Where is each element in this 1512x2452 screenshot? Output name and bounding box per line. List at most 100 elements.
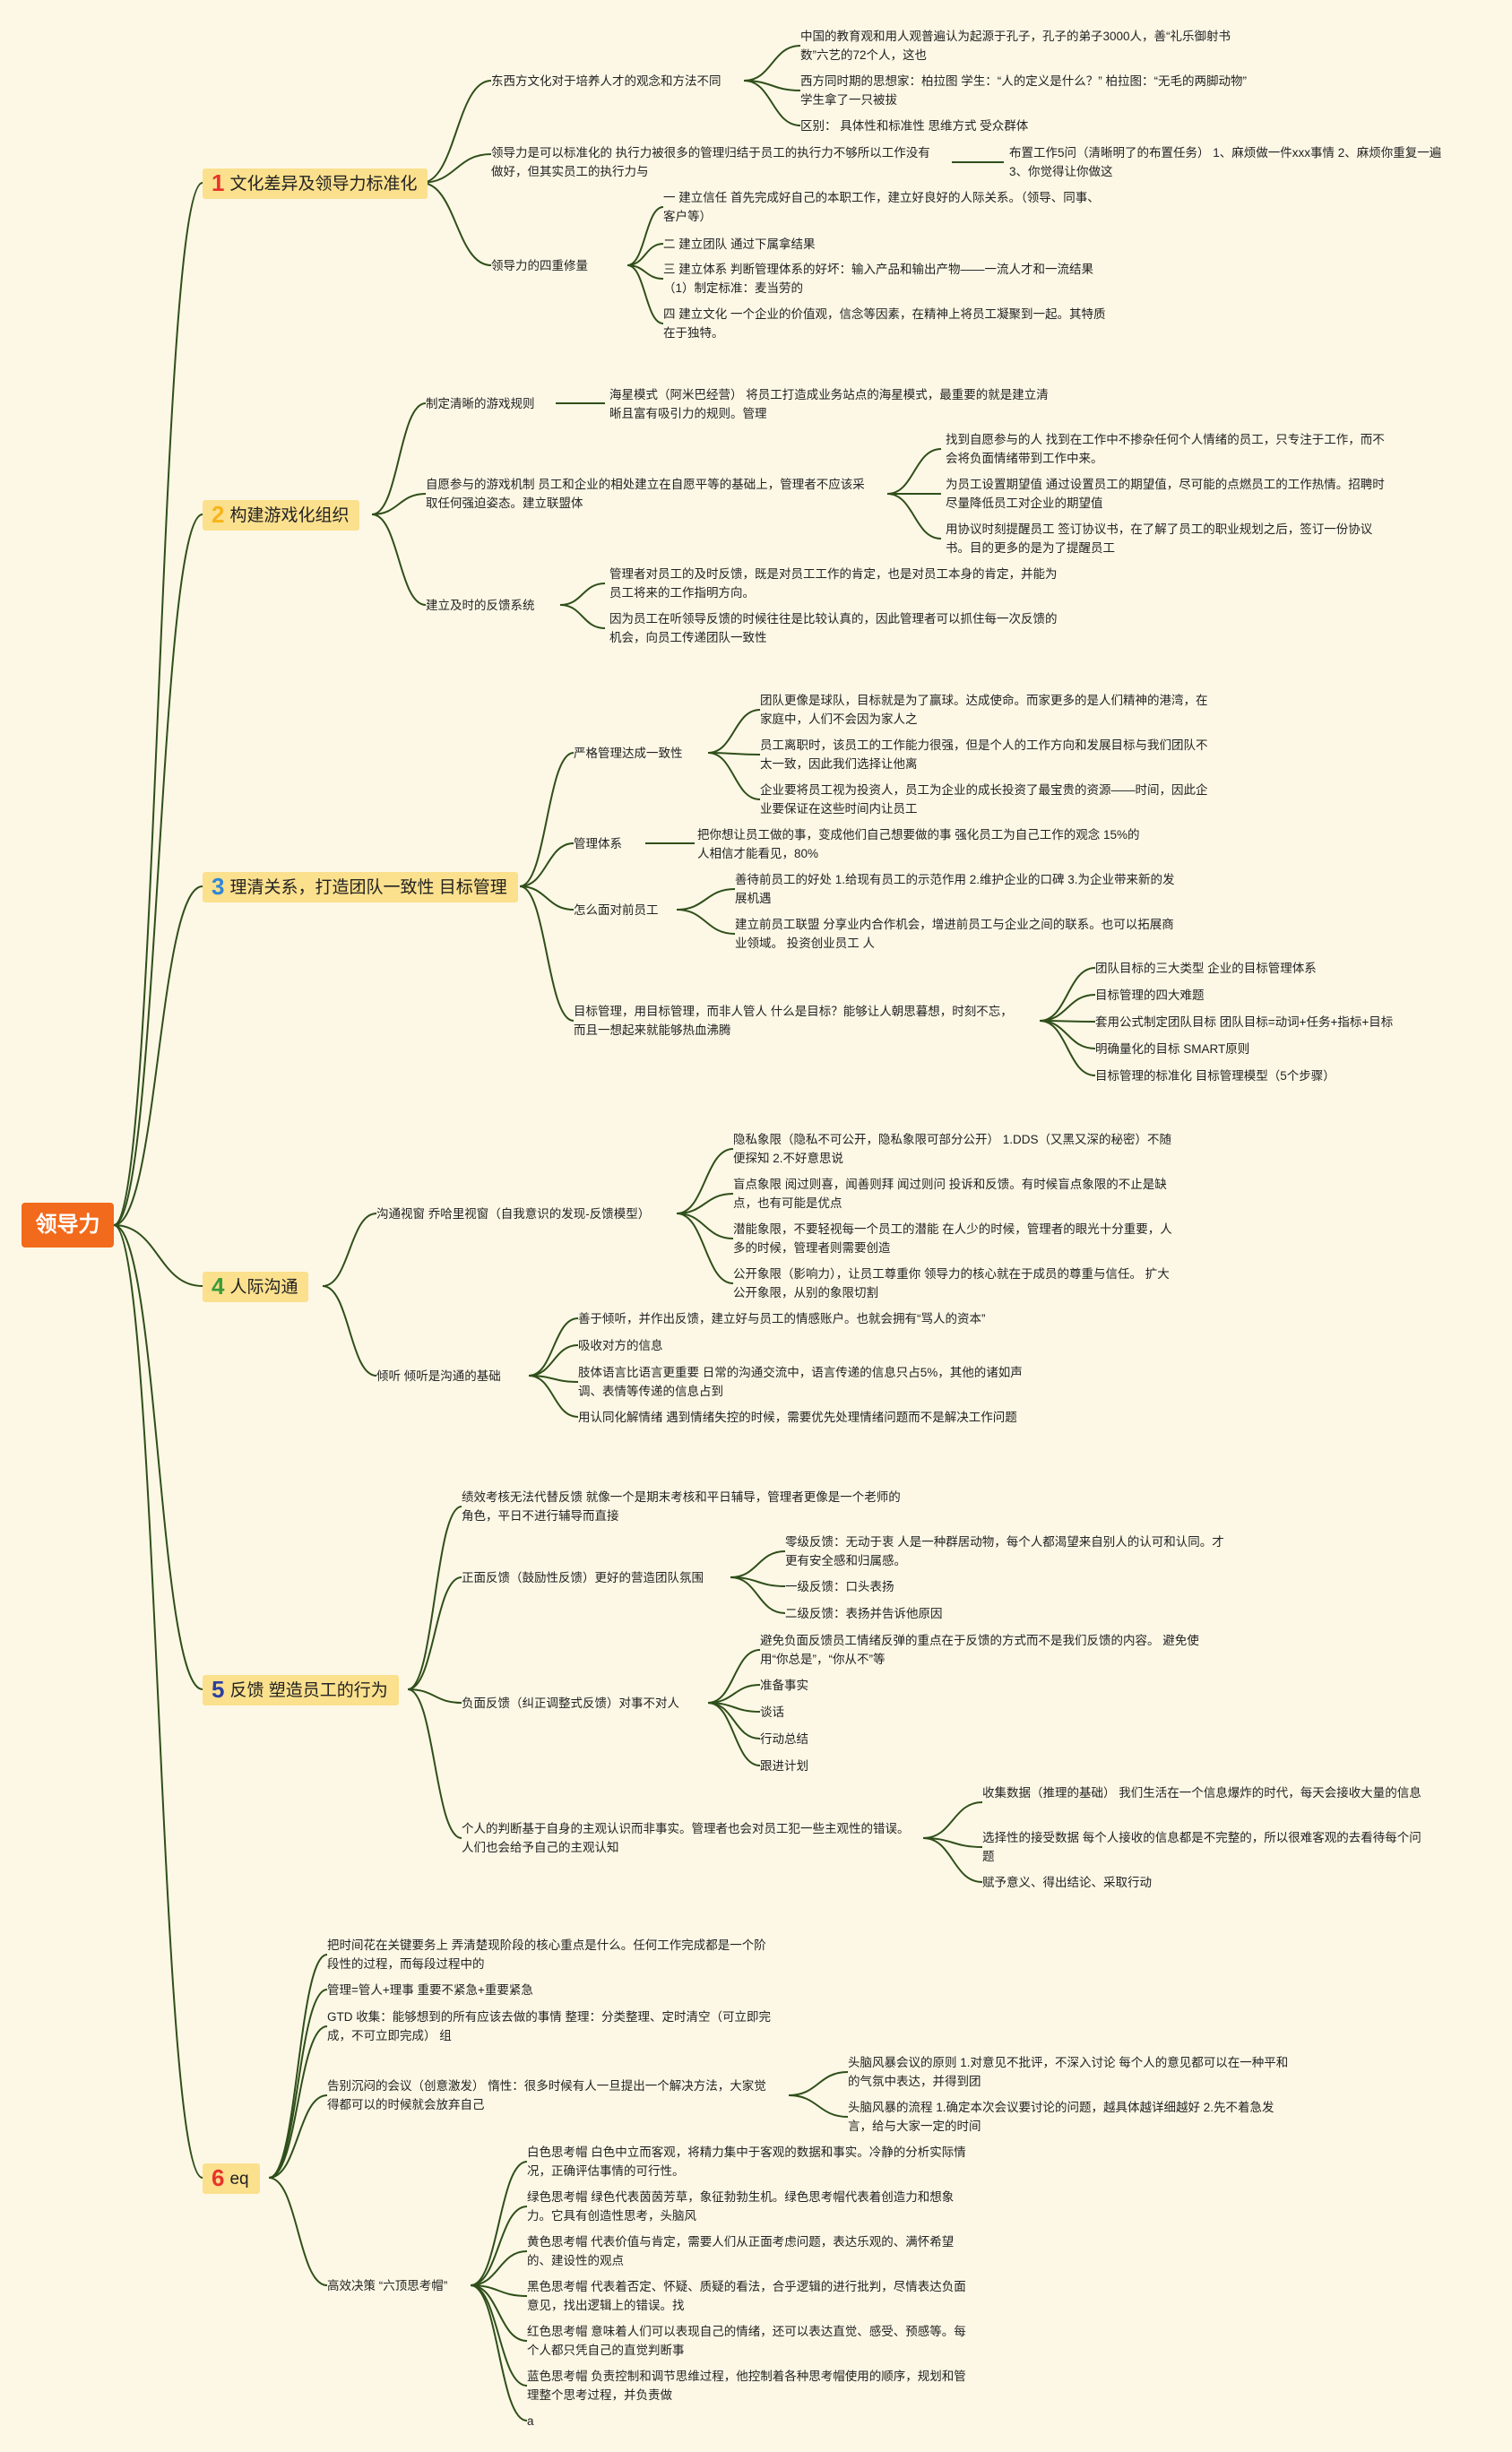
b5-sub-connector bbox=[922, 1837, 983, 1883]
b4-listen-c-node[interactable]: 肢体语言比语言更重要 日常的沟通交流中，语言传递的信息只占5%，其他的诸如声调、… bbox=[578, 1366, 1023, 1398]
b5-negative-node[interactable]: 负面反馈（纠正调整式反馈）对事不对人 bbox=[462, 1697, 679, 1710]
b6-a-node[interactable]: a bbox=[527, 2414, 534, 2428]
b2-rules-node[interactable]: 制定清晰的游戏规则 bbox=[426, 397, 535, 410]
b5-kpi-node[interactable]: 绩效考核无法代替反馈 就像一个是期末考核和平日辅导，管理者更像是一个老师的角色，… bbox=[462, 1490, 901, 1523]
b5-neg-a-node[interactable]: 避免负面反馈员工情绪反弹的重点在于反馈的方式而不是我们反馈的内容。 避免使用“你… bbox=[760, 1634, 1199, 1666]
b5-positive-node[interactable]: 正面反馈（鼓励性反馈）更好的营造团队氛围 bbox=[462, 1571, 704, 1584]
b6-red-hat-node[interactable]: 红色思考帽 意味着人们可以表现自己的情绪，还可以表达直觉、感受、预感等。每个人都… bbox=[527, 2325, 966, 2357]
b3-goal-e-node[interactable]: 目标管理的标准化 目标管理模型（5个步骤） bbox=[1095, 1069, 1335, 1083]
b6-blue-hat-node[interactable]: 蓝色思考帽 负责控制和调节思维过程，他控制着各种思考帽使用的顺序，规划和管理整个… bbox=[527, 2370, 966, 2402]
b2-starfish-node[interactable]: 海星模式（阿米巴经营） 将员工打造成业务站点的海星模式，最重要的就是建立清晰且富… bbox=[609, 388, 1049, 420]
b3-strict-node[interactable]: 严格管理达成一致性 bbox=[574, 747, 683, 760]
b1-five-questions-node[interactable]: 布置工作5问（清晰明了的布置任务） 1、麻烦做一件xxx事情 2、麻烦你重复一遍… bbox=[1009, 146, 1442, 178]
b2-voluntary-node[interactable]: 自愿参与的游戏机制 员工和企业的相处建立在自愿平等的基础上，管理者不应该采取任何… bbox=[426, 478, 865, 510]
b3-former-node[interactable]: 怎么面对前员工 bbox=[574, 903, 659, 917]
b6-manage-node[interactable]: 管理=管人+理事 重要不紧急+重要紧急 bbox=[327, 1983, 533, 1997]
b6-green-hat-node[interactable]: 绿色思考帽 绿色代表茵茵芳草，象征勃勃生机。绿色思考帽代表着创造力和想象力。它具… bbox=[527, 2190, 955, 2223]
root-connector bbox=[113, 1224, 203, 1690]
b1-west-node[interactable]: 西方同时期的思想家：柏拉图 学生：“人的定义是什么？” 柏拉图：“无毛的两脚动物… bbox=[800, 74, 1247, 107]
b4-blind-node[interactable]: 盲点象限 阅过则喜，闻善则拜 闻过则问 投诉和反馈。有时候盲点象限的不止是缺点，… bbox=[733, 1178, 1167, 1210]
b4-public-node[interactable]: 公开象限（影响力），让员工尊重你 领导力的核心就在于成员的尊重与信任。 扩大公开… bbox=[733, 1267, 1170, 1299]
b6-connector bbox=[268, 1989, 328, 2179]
b1-team-node[interactable]: 二 建立团队 通过下属拿结果 bbox=[663, 237, 816, 251]
b1-culture-build-node[interactable]: 四 建立文化 一个企业的价值观，信念等因素，在精神上将员工凝聚到一起。其特质在于… bbox=[663, 307, 1106, 340]
b3-goal-node[interactable]: 目标管理，用目标管理，而非人管人 什么是目标？能够让人朝思暮想，时刻不忘，而且一… bbox=[574, 1005, 1013, 1037]
b5-neg-e-node[interactable]: 跟进计划 bbox=[760, 1759, 808, 1773]
b4-listen-b-node[interactable]: 吸收对方的信息 bbox=[578, 1339, 663, 1352]
b1-system-node[interactable]: 三 建立体系 判断管理体系的好坏：输入产品和输出产物——一流人才和一流结果 （1… bbox=[663, 263, 1094, 295]
b4-sub-connector bbox=[676, 1148, 734, 1214]
b6-meeting-node[interactable]: 告别沉闷的会议（创意激发） 惰性：很多时候有人一旦提出一个解决方法，大家觉得都可… bbox=[327, 2079, 766, 2111]
root-connector bbox=[113, 514, 203, 1226]
b6-sub-connector bbox=[788, 2094, 849, 2118]
b3-goal-d-node[interactable]: 明确量化的目标 SMART原则 bbox=[1095, 1042, 1250, 1056]
b5-neg-d-node[interactable]: 行动总结 bbox=[760, 1732, 808, 1746]
b4-private-node[interactable]: 隐私象限（隐私不可公开，隐私象限可部分公开） 1.DDS（又黑又深的秘密）不随便… bbox=[733, 1133, 1172, 1165]
b3-former-a-node[interactable]: 善待前员工的好处 1.给现有员工的示范作用 2.维护企业的口碑 3.为企业带来新… bbox=[735, 873, 1175, 905]
b6-gtd-node[interactable]: GTD 收集：能够想到的所有应该去做的事情 整理：分类整理、定时清空（可立即完成… bbox=[327, 2010, 771, 2042]
b5-pos-c-node[interactable]: 二级反馈：表扬并告诉他原因 bbox=[785, 1607, 943, 1620]
b1-four-levels-node[interactable]: 领导力的四重修量 bbox=[491, 259, 588, 272]
b1-culture-node[interactable]: 东西方文化对于培养人才的观念和方法不同 bbox=[491, 74, 721, 88]
b5-pos-a-node[interactable]: 零级反馈：无动于衷 人是一种群居动物，每个人都渴望来自别人的认可和认同。才更有安… bbox=[785, 1535, 1224, 1567]
b3-leave-node[interactable]: 员工离职时，该员工的工作能力很强，但是个人的工作方向和发展目标与我们团队不太一致… bbox=[760, 738, 1208, 771]
b5-judge-c-node[interactable]: 赋予意义、得出结论、采取行动 bbox=[982, 1876, 1152, 1889]
b5-judge-b-node[interactable]: 选择性的接受数据 每个人接收的信息都是不完整的，所以很难客观的去看待每个问题 bbox=[982, 1831, 1421, 1863]
b1-diff-node[interactable]: 区别： 具体性和标准性 思维方式 受众群体 bbox=[800, 119, 1029, 133]
b4-listen-d-node[interactable]: 用认同化解情绪 遇到情绪失控的时候，需要优先处理情绪问题而不是解决工作问题 bbox=[578, 1411, 1017, 1424]
b3-investor-node[interactable]: 企业要将员工视为投资人，员工为企业的成长投资了最宝贵的资源——时间，因此企业要保… bbox=[760, 783, 1208, 816]
b2-feedback-a-node[interactable]: 管理者对员工的及时反馈，既是对员工工作的肯定，也是对员工本身的肯定，并能为员工将… bbox=[609, 567, 1058, 600]
b5-neg-c-node[interactable]: 谈话 bbox=[760, 1705, 784, 1719]
b6-sub-connector bbox=[470, 2161, 528, 2286]
root-connector bbox=[113, 182, 203, 1226]
b4-window-node[interactable]: 沟通视窗 乔哈里视窗（自我意识的发现-反馈模型） bbox=[376, 1207, 651, 1221]
b4-listen-a-node[interactable]: 善于倾听，并作出反馈，建立好与员工的情感账户。也就会拥有“骂人的资本” bbox=[578, 1312, 986, 1325]
b5-sub-connector bbox=[922, 1801, 983, 1839]
b5-neg-b-node[interactable]: 准备事实 bbox=[760, 1679, 808, 1692]
b2-feedback-b-node[interactable]: 因为员工在听领导反馈的时候往往是比较认真的，因此管理者可以抓住每一次反馈的机会，… bbox=[609, 612, 1058, 644]
branch-2-label: 构建游戏化组织 bbox=[229, 506, 350, 525]
b1-connector bbox=[420, 182, 492, 266]
b3-goal-b-node[interactable]: 目标管理的四大难题 bbox=[1095, 989, 1205, 1002]
b6-black-hat-node[interactable]: 黑色思考帽 代表着否定、怀疑、质疑的看法，合乎逻辑的进行批判，尽情表达负面意见，… bbox=[527, 2280, 966, 2312]
b5-judge-node[interactable]: 个人的判断基于自身的主观认识而非事实。管理者也会对员工犯一些主观性的错误。人们也… bbox=[462, 1822, 910, 1854]
b6-brainstorm-b-node[interactable]: 头脑风暴的流程 1.确定本次会议要讨论的问题，越具体越详细越好 2.先不着急发言… bbox=[848, 2101, 1274, 2133]
b4-sub-connector bbox=[528, 1344, 579, 1377]
b6-time-node[interactable]: 把时间花在关键要务上 弄清楚现阶段的核心重点是什么。任何工作完成都是一个阶段性的… bbox=[327, 1938, 766, 1971]
b1-trust-node[interactable]: 一 建立信任 首先完成好自己的本职工作，建立好良好的人际关系。（领导、同事、客户… bbox=[663, 191, 1100, 223]
b3-system-a-node[interactable]: 把你想让员工做的事，变成他们自己想要做的事 强化员工为自己工作的观念 15%的人… bbox=[697, 828, 1140, 860]
b3-goal-a-node[interactable]: 团队目标的三大类型 企业的目标管理体系 bbox=[1095, 962, 1317, 975]
b1-china-node[interactable]: 中国的教育观和用人观普遍认为起源于孔子，孔子的弟子3000人，善“礼乐御射书数”… bbox=[800, 30, 1231, 62]
b6-yellow-hat-node[interactable]: 黄色思考帽 代表价值与肯定，需要人们从正面考虑问题，表达乐观的、满怀希望的、建设… bbox=[527, 2235, 955, 2267]
b2-sub-connector bbox=[559, 604, 606, 629]
b2-feedback-node[interactable]: 建立及时的反馈系统 bbox=[426, 599, 535, 612]
b4-sub-connector bbox=[676, 1193, 734, 1214]
b4-listen-node[interactable]: 倾听 倾听是沟通的基础 bbox=[376, 1369, 501, 1383]
b1-connector bbox=[420, 80, 492, 184]
b5-pos-b-node[interactable]: 一级反馈：口头表扬 bbox=[785, 1580, 894, 1593]
b3-goal-c-node[interactable]: 套用公式制定团队目标 团队目标=动词+任务+指标+目标 bbox=[1095, 1015, 1394, 1029]
b2-sub-connector bbox=[559, 583, 606, 606]
b6-white-hat-node[interactable]: 白色思考帽 白色中立而客观，将精力集中于客观的数据和事实。冷静的分析实际情况，正… bbox=[527, 2146, 966, 2178]
b2-expect-node[interactable]: 为员工设置期望值 通过设置员工的期望值，尽可能的点燃员工的工作热情。招聘时尽量降… bbox=[946, 478, 1385, 510]
b4-potential-node[interactable]: 潜能象限，不要轻视每一个员工的潜能 在人少的时候，管理者的眼光十分重要，人多的时… bbox=[733, 1222, 1172, 1255]
b5-judge-a-node[interactable]: 收集数据（推理的基础） 我们生活在一个信息爆炸的时代，每天会接收大量的信息 bbox=[982, 1786, 1421, 1800]
b6-brainstorm-a-node[interactable]: 头脑风暴会议的原则 1.对意见不批评，不深入讨论 每个人的意见都可以在一种平和的… bbox=[848, 2056, 1289, 2088]
b3-system-node[interactable]: 管理体系 bbox=[574, 837, 622, 850]
root-node[interactable]: 领导力 bbox=[22, 1203, 114, 1248]
b3-team-ball-node[interactable]: 团队更像是球队，目标就是为了赢球。达成使命。而家更多的是人们精神的港湾，在家庭中… bbox=[760, 694, 1208, 726]
b2-find-node[interactable]: 找到自愿参与的人 找到在工作中不掺杂任何个人情绪的员工，只专注于工作，而不会将负… bbox=[946, 433, 1385, 465]
b1-standard-node[interactable]: 领导力是可以标准化的 执行力被很多的管理归结于员工的执行力不够所以工作没有做好，… bbox=[491, 146, 930, 178]
b3-connector bbox=[519, 842, 575, 887]
b4-sub-connector bbox=[676, 1213, 734, 1239]
b2-agreement-node[interactable]: 用协议时刻提醒员工 签订协议书，在了解了员工的职业规划之后，签订一份协议书。目的… bbox=[946, 522, 1373, 555]
b4-sub-connector bbox=[528, 1317, 579, 1377]
b6-hats-node[interactable]: 高效决策 “六顶思考帽” bbox=[327, 2279, 448, 2292]
b3-former-b-node[interactable]: 建立前员工联盟 分享业内合作机会，增进前员工与企业之间的联系。也可以拓展商业领域… bbox=[735, 918, 1174, 950]
